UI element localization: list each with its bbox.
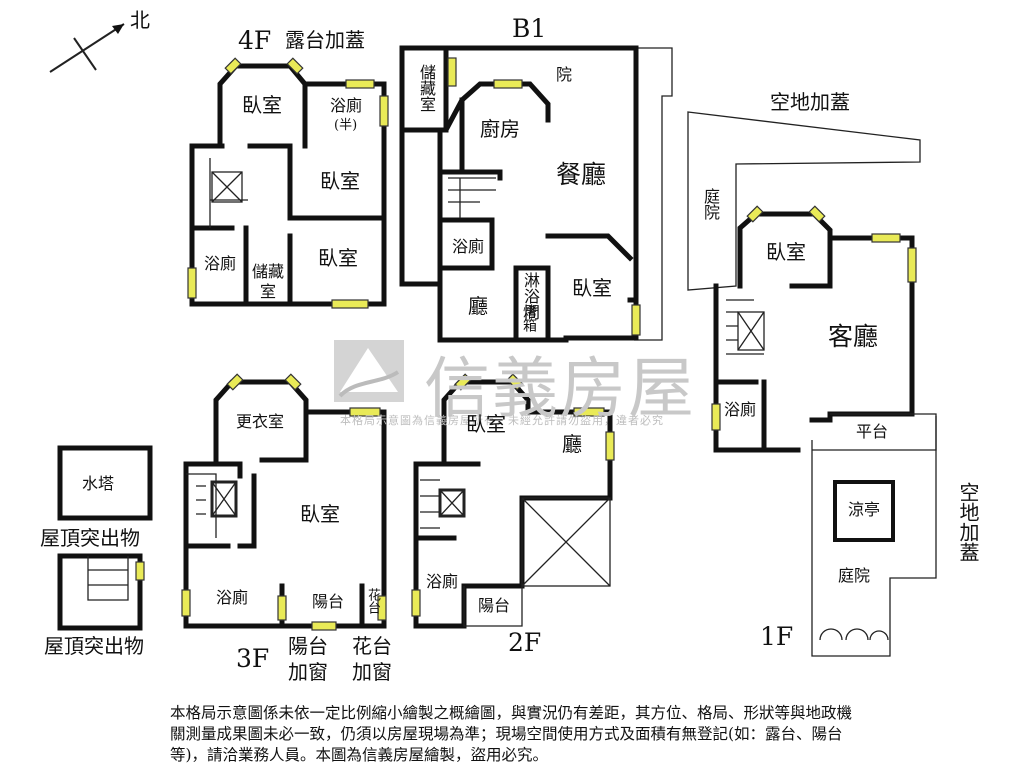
watermark-note: 本格局示意圖為信義房屋所有，未經允許請勿盜用，違者必究	[340, 414, 664, 427]
floor-1f-title: 1F	[760, 622, 794, 651]
roof-water-tank: 水塔	[82, 474, 115, 493]
room-4f-half-bath-sub: (半)	[334, 118, 358, 133]
room-3f-bath: 浴廁	[216, 588, 249, 607]
watermark-brand: 信義房屋	[424, 350, 696, 427]
room-1f-platform: 平台	[856, 422, 889, 441]
floor-3f-planter-note-2: 加窗	[352, 660, 392, 684]
room-1f-courtyard: 庭院	[701, 188, 720, 220]
north-label: 北	[130, 8, 150, 32]
room-3f-closet: 更衣室	[236, 412, 285, 431]
room-2f-hall: 廳	[562, 432, 582, 456]
room-1f-garden: 庭院	[838, 566, 871, 585]
roof-caption-1: 屋頂突出物	[40, 526, 140, 550]
floor-1f-addon-side: 空地加蓋	[956, 482, 980, 562]
room-b1-kitchen: 廚房	[480, 117, 520, 141]
room-2f-bath: 浴廁	[426, 572, 459, 591]
room-3f-bedroom: 臥室	[300, 502, 340, 526]
floor-3f-title: 3F	[236, 644, 270, 673]
room-3f-planter: 花台	[365, 588, 380, 614]
floor-1f-addon-top: 空地加蓋	[770, 90, 850, 114]
room-b1-oven: 烤箱	[521, 304, 537, 332]
floor-1f-plan	[687, 111, 937, 657]
room-b1-storage: 儲藏室	[417, 64, 436, 112]
floor-b1-title: B1	[512, 14, 547, 43]
floor-4f-plan	[187, 57, 389, 309]
room-b1-shower: 淋浴間	[521, 272, 540, 320]
room-2f-balcony: 陽台	[478, 596, 511, 615]
room-4f-storage: 儲藏	[252, 262, 285, 281]
roof-caption-2: 屋頂突出物	[44, 634, 144, 658]
room-2f-bedroom: 臥室	[466, 412, 506, 436]
floor-3f-balcony-note-2: 加窗	[288, 660, 328, 684]
room-b1-hall: 廳	[468, 294, 488, 318]
room-b1-yard: 院	[556, 65, 573, 84]
room-3f-balcony: 陽台	[312, 592, 345, 611]
floor-2f-plan	[411, 373, 615, 629]
room-4f-bath: 浴廁	[204, 254, 237, 273]
disclaimer-text: 本格局示意圖係未依一定比例縮小繪製之概繪圖，與實況仍有差距，其方位、格局、形狀等…	[170, 704, 853, 764]
floor-4f-terrace-note: 露台加蓋	[285, 28, 365, 52]
room-1f-bath: 浴廁	[724, 400, 757, 419]
room-4f-storage-2: 室	[260, 282, 277, 301]
room-b1-dining: 餐廳	[556, 160, 607, 189]
room-4f-bedroom-c: 臥室	[318, 246, 358, 270]
room-4f-bedroom-b: 臥室	[320, 169, 360, 193]
room-1f-bedroom: 臥室	[766, 240, 806, 264]
floor-3f-balcony-note-1: 陽台	[288, 634, 328, 658]
room-b1-bedroom: 臥室	[572, 276, 612, 300]
floor-b1-plan	[399, 45, 673, 343]
room-4f-bedroom-a: 臥室	[242, 93, 282, 117]
floor-4f-title: 4F	[238, 26, 272, 55]
floor-2f-title: 2F	[508, 628, 542, 657]
watermark-logo	[334, 340, 404, 402]
north-arrow-icon	[49, 23, 125, 73]
floor-3f-plan	[181, 373, 387, 631]
room-1f-living: 客廳	[828, 322, 879, 351]
room-b1-bath: 浴廁	[452, 237, 485, 256]
roof-structures	[57, 445, 153, 631]
room-4f-half-bath: 浴廁	[330, 96, 363, 115]
room-1f-pavilion: 涼亭	[848, 500, 881, 519]
floor-3f-planter-note-1: 花台	[352, 634, 392, 658]
